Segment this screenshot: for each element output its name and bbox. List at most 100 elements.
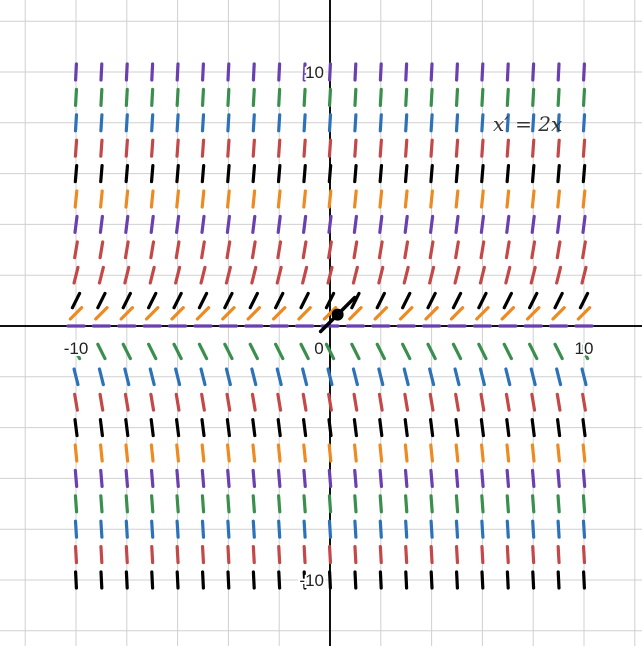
slope-segment [251,494,256,514]
slope-segment [200,392,206,412]
slope-segment [378,418,384,438]
slope-segment [454,138,460,158]
slope-segment [454,468,460,488]
slope-segment [124,189,130,209]
slope-segment [73,443,79,463]
solution-point[interactable] [318,295,357,334]
slope-segment [225,240,232,260]
slope-segment [226,87,231,107]
slope-segment [404,138,409,158]
slope-segment [225,392,232,412]
slope-segment [353,189,358,209]
slope-segment [302,418,308,438]
slope-segments [66,62,594,590]
slope-segment [479,214,485,234]
slope-segment [175,113,180,133]
slope-segment [505,87,510,107]
slope-segment [428,392,435,412]
slope-segment [276,468,282,488]
slope-segment [403,164,409,184]
slope-segment [480,468,485,488]
slope-segment [250,240,257,260]
slope-segment [197,291,209,310]
slope-segment [327,494,333,514]
slope-segment [528,342,539,361]
slope-segment [353,443,358,463]
slope-segment [251,87,256,107]
slope-segment [429,570,434,590]
slope-segment [326,265,334,285]
slope-segment [505,494,510,514]
slope-segment [480,570,485,590]
slope-segment [175,468,180,488]
slope-segment [150,519,155,539]
slope-segment [505,443,511,463]
slope-segment [556,214,562,234]
slope-segment [147,291,158,310]
slope-segment [123,240,130,260]
slope-segment [124,468,130,488]
slope-segment [224,265,232,285]
slope-segment [502,291,513,310]
slope-segment [251,443,257,463]
slope-segment [479,240,486,260]
slope-segment [531,494,536,514]
slope-segment [123,265,131,285]
slope-segment [581,545,587,565]
slope-segment [373,306,389,321]
slope-segment [378,87,383,107]
slope-segment [480,189,485,209]
slope-segment [353,545,358,565]
slope-segment [174,367,182,387]
slope-segment [94,306,109,321]
slope-segment [251,62,256,82]
slope-segment [121,342,132,361]
slope-segment [277,519,282,539]
slope-segment [174,240,181,260]
slope-segment [276,443,282,463]
slope-segment [555,367,563,387]
slope-segment [73,87,79,107]
slope-segment [175,138,180,158]
slope-segment [352,392,359,412]
slope-segment [301,240,308,260]
slope-segment [172,342,183,361]
slope-segment [480,519,485,539]
slope-segment [124,570,129,590]
slope-segment [271,306,287,321]
slope-segment [556,519,561,539]
slope-segment [479,418,485,438]
slope-segment [426,342,437,361]
slope-segment [477,291,488,310]
slope-segment [251,164,257,184]
slope-segment [124,164,130,184]
slope-segment [124,87,129,107]
slope-segment [226,443,231,463]
slope-segment [454,494,460,514]
slope-segment [429,519,434,539]
slope-segment [150,138,155,158]
slope-segment [556,494,561,514]
slope-segment [150,62,155,82]
slope-segment [200,418,206,438]
slope-segment [480,164,485,184]
slope-segment [479,392,486,412]
slope-segment [556,545,561,565]
slope-segment [581,418,587,438]
slope-segment [200,214,206,234]
slope-segment [580,265,588,285]
slope-segment [274,291,285,310]
slope-segment [277,545,282,565]
slope-segment [556,164,561,184]
slope-segment [451,291,463,310]
slope-segment [73,113,79,133]
slope-segment [302,164,307,184]
slope-segment [531,62,536,82]
slope-segment [226,189,231,209]
point-marker [331,308,344,321]
slope-segment [97,265,105,285]
slope-segment [302,545,307,565]
slope-segment [149,164,155,184]
slope-segment [350,291,361,310]
